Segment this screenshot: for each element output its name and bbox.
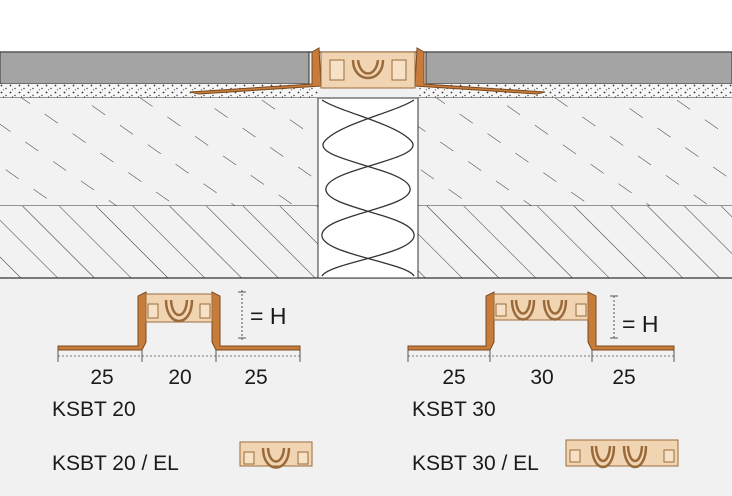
dim-right-3: 25 [612, 366, 635, 389]
height-label-left: = H [250, 303, 286, 329]
caption-ksbt-30: KSBT 30 [412, 398, 496, 421]
adhesive-layer-right [418, 84, 732, 98]
installed-profile [189, 47, 546, 95]
cross-section [0, 0, 732, 279]
dim-left-2: 20 [168, 366, 191, 389]
insulation-waves [321, 99, 415, 277]
dim-left-3: 25 [244, 366, 267, 389]
caption-ksbt-20: KSBT 20 [52, 398, 136, 421]
caption-ksbt-20-el: KSBT 20 / EL [52, 452, 179, 475]
profile-ksbt-30: = H 25 30 25 KSBT 30 KSBT 30 / EL [407, 291, 679, 475]
tile-layer-left [0, 51, 310, 85]
joint-filler [317, 97, 419, 279]
surface-area [0, 0, 732, 52]
dim-right-1: 25 [442, 366, 465, 389]
profile-ksbt-20: = H 25 20 25 KSBT 20 KSBT 20 / EL [52, 290, 313, 475]
tile-layer-right [425, 51, 732, 85]
insert-ksbt-30-el [565, 439, 679, 468]
insert-ksbt-20-el [239, 441, 313, 469]
screed-layer-right [418, 98, 732, 206]
adhesive-layer-left [0, 84, 318, 98]
caption-ksbt-30-el: KSBT 30 / EL [412, 452, 539, 475]
slab-layer-right [418, 206, 732, 278]
screed-layer-left [0, 98, 318, 206]
slab-layer-left [0, 206, 318, 278]
dim-right-2: 30 [530, 366, 553, 389]
height-label-right: = H [622, 311, 658, 337]
dim-left-1: 25 [90, 366, 113, 389]
